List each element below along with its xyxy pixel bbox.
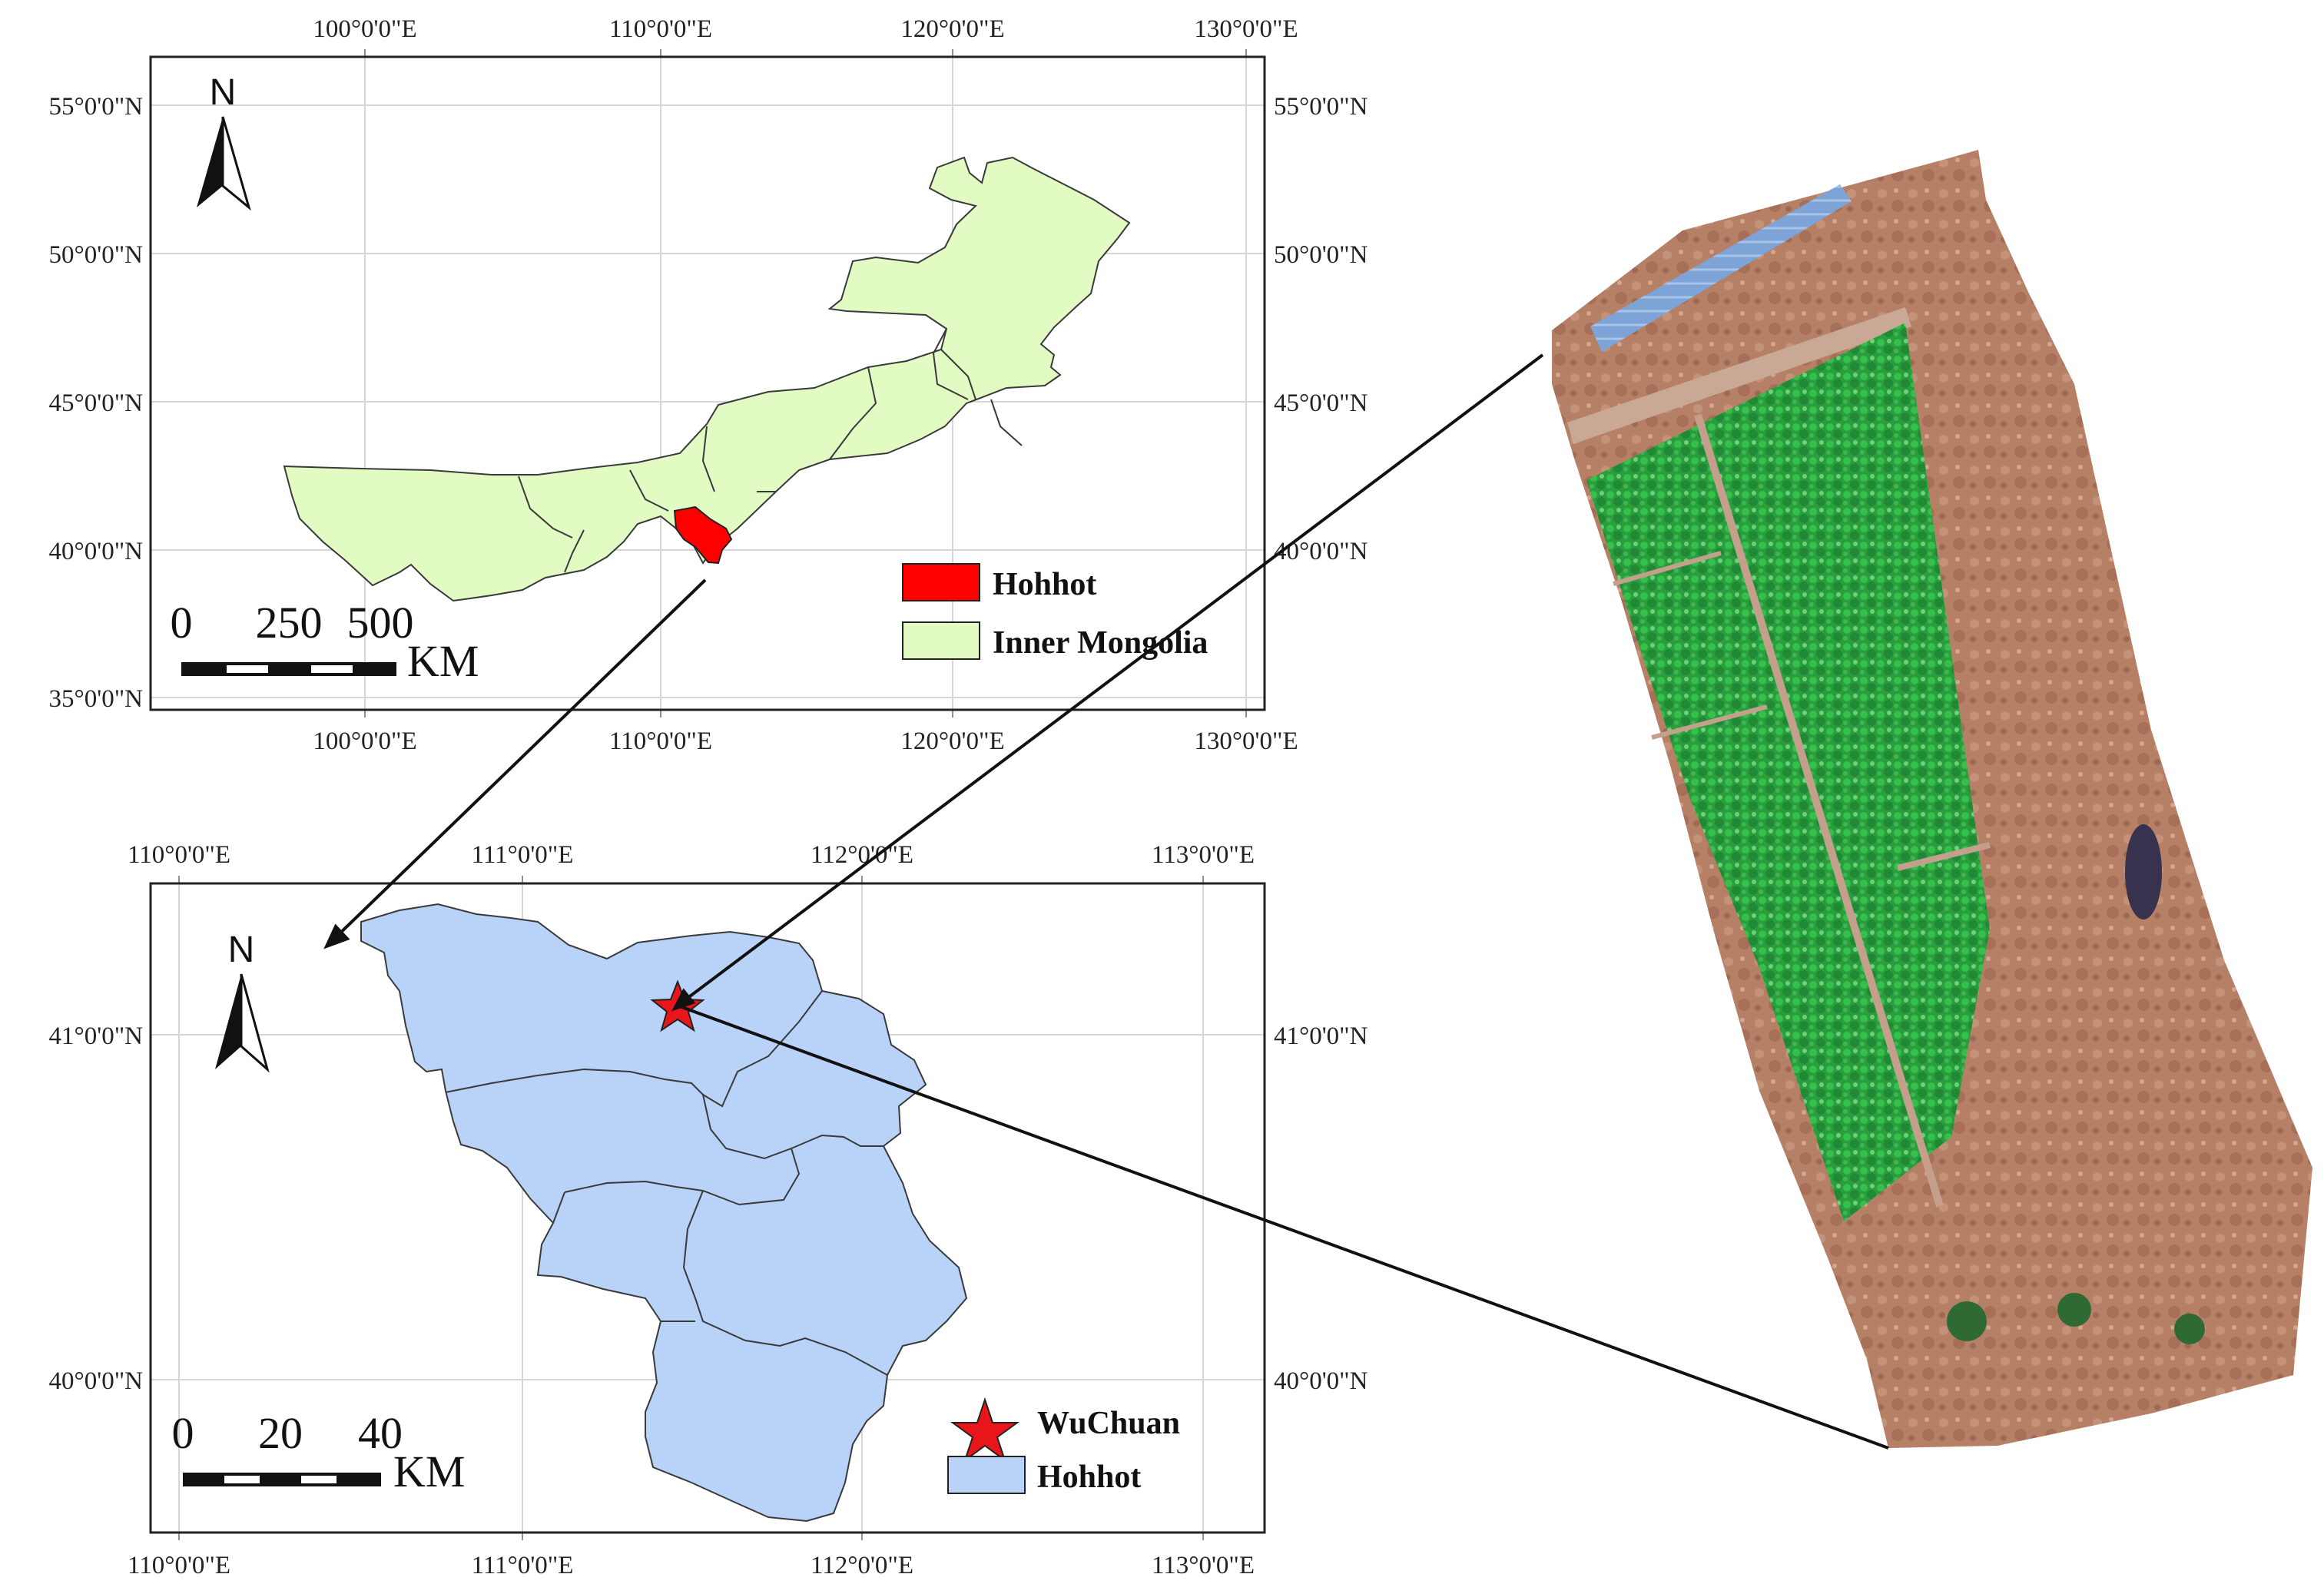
hohhot-district-boundaries	[445, 990, 888, 1376]
legend-label-inner-mongolia: Inner Mongolia	[993, 625, 1208, 661]
farm-road	[1567, 307, 1911, 444]
tick-label: 120°0'0"E	[900, 727, 1004, 755]
connector-hohhot-to-detail	[330, 578, 707, 943]
arrow-head-icon	[671, 988, 696, 1012]
tick-label: 130°0'0"E	[1194, 727, 1298, 755]
bottom-map-x-ticks-bottom: 110°0'0"E 111°0'0"E 112°0'0"E 113°0'0"E	[128, 1533, 1255, 1579]
field-path	[1651, 704, 1768, 740]
legend-label-hohhot: Hohhot	[1037, 1460, 1141, 1495]
greenhouse-roof	[1590, 184, 1852, 352]
svg-text:N: N	[210, 72, 237, 113]
tick-label: 110°0'0"E	[609, 727, 712, 755]
top-map-scale-bar: 0 250 500 KM	[171, 598, 479, 686]
bottom-map-y-ticks-right: 41°0'0"N 40°0'0"N	[1274, 1022, 1368, 1395]
scale-label: 0	[172, 1408, 194, 1458]
connector-wuchuan-to-photo-bottom	[677, 1004, 1889, 1450]
tick-label: 35°0'0"N	[49, 685, 144, 713]
tick-label: 130°0'0"E	[1194, 15, 1298, 43]
pond	[2125, 824, 2162, 920]
tree	[2174, 1314, 2205, 1344]
scale-unit: KM	[407, 636, 479, 686]
aerial-orthophoto	[1552, 150, 2312, 1448]
tick-label: 110°0'0"E	[128, 1552, 230, 1579]
tick-label: 120°0'0"E	[900, 15, 1004, 43]
scale-unit: KM	[393, 1446, 465, 1496]
tick-label: 40°0'0"N	[49, 538, 144, 565]
tick-label: 100°0'0"E	[313, 727, 416, 755]
scale-label: 0	[171, 598, 193, 648]
tick-label: 40°0'0"N	[1274, 1367, 1368, 1395]
tick-label: 100°0'0"E	[313, 15, 416, 43]
top-map-x-ticks-top: 100°0'0"E 110°0'0"E 120°0'0"E 130°0'0"E	[313, 15, 1298, 57]
north-arrow-icon: N	[215, 930, 270, 1073]
tick-label: 45°0'0"N	[49, 389, 144, 417]
tick-label: 110°0'0"E	[128, 841, 230, 869]
tick-label: 111°0'0"E	[472, 841, 574, 869]
legend-label-hohhot: Hohhot	[993, 567, 1096, 602]
tick-label: 111°0'0"E	[472, 1552, 574, 1579]
tick-label: 55°0'0"N	[49, 93, 144, 121]
bottom-map-frame	[149, 882, 1266, 1534]
arrow-head-icon	[323, 923, 350, 949]
scale-label: 40	[358, 1408, 403, 1458]
legend-swatch-hohhot	[947, 1456, 1026, 1494]
top-map-frame	[149, 55, 1266, 711]
tick-label: 45°0'0"N	[1274, 389, 1368, 417]
hohhot-map: 110°0'0"E 111°0'0"E 112°0'0"E 113°0'0"E …	[49, 841, 1368, 1579]
tick-label: 113°0'0"E	[1152, 841, 1255, 869]
svg-text:N: N	[228, 930, 255, 970]
hohhot-highlight	[673, 505, 733, 565]
legend-swatch-hohhot	[902, 563, 980, 601]
legend-label-wuchuan: WuChuan	[1037, 1406, 1180, 1441]
tick-label: 112°0'0"E	[811, 841, 913, 869]
field-path	[1694, 413, 1944, 1208]
top-map-legend: Hohhot Inner Mongolia	[902, 563, 1208, 661]
tick-label: 110°0'0"E	[609, 15, 712, 43]
tick-label: 40°0'0"N	[1274, 538, 1368, 565]
tick-label: 113°0'0"E	[1152, 1552, 1255, 1579]
hohhot-districts	[360, 903, 968, 1523]
top-map-y-ticks-right: 55°0'0"N 50°0'0"N 45°0'0"N 40°0'0"N	[1274, 93, 1368, 565]
tick-label: 41°0'0"N	[1274, 1022, 1368, 1050]
inner-mongolia-region	[283, 156, 1131, 602]
field-path	[1897, 842, 1991, 871]
bottom-map-scale-bar: 0 20 40 KM	[172, 1408, 466, 1496]
inner-mongolia-internal-boundaries	[518, 328, 1023, 573]
legend-swatch-inner-mongolia	[902, 621, 980, 660]
tick-label: 55°0'0"N	[1274, 93, 1368, 121]
bottom-map-y-ticks-left: 41°0'0"N 40°0'0"N	[49, 1022, 144, 1395]
top-map-x-ticks-bottom: 100°0'0"E 110°0'0"E 120°0'0"E 130°0'0"E	[313, 710, 1298, 755]
top-map-y-ticks-left: 55°0'0"N 50°0'0"N 45°0'0"N 40°0'0"N 35°0…	[49, 93, 144, 713]
tick-label: 40°0'0"N	[49, 1367, 144, 1395]
tree	[2057, 1293, 2091, 1327]
inner-mongolia-map: 100°0'0"E 110°0'0"E 120°0'0"E 130°0'0"E …	[49, 15, 1368, 755]
tick-label: 50°0'0"N	[1274, 241, 1368, 269]
connector-arrows	[323, 353, 1889, 1450]
crop-field	[1586, 323, 1990, 1221]
connector-wuchuan-to-photo-top	[676, 353, 1544, 1007]
scale-label: 500	[347, 598, 414, 648]
tick-label: 112°0'0"E	[811, 1552, 913, 1579]
scale-label: 20	[258, 1408, 303, 1458]
tree	[1947, 1301, 1987, 1341]
scale-label: 250	[256, 598, 323, 648]
bottom-map-legend: WuChuan Hohhot	[947, 1397, 1180, 1495]
tick-label: 50°0'0"N	[49, 241, 144, 269]
bottom-map-x-ticks-top: 110°0'0"E 111°0'0"E 112°0'0"E 113°0'0"E	[128, 841, 1255, 883]
legend-star-icon	[950, 1397, 1020, 1463]
tick-label: 41°0'0"N	[49, 1022, 144, 1050]
field-path	[1613, 551, 1722, 586]
north-arrow-icon: N	[197, 72, 251, 211]
